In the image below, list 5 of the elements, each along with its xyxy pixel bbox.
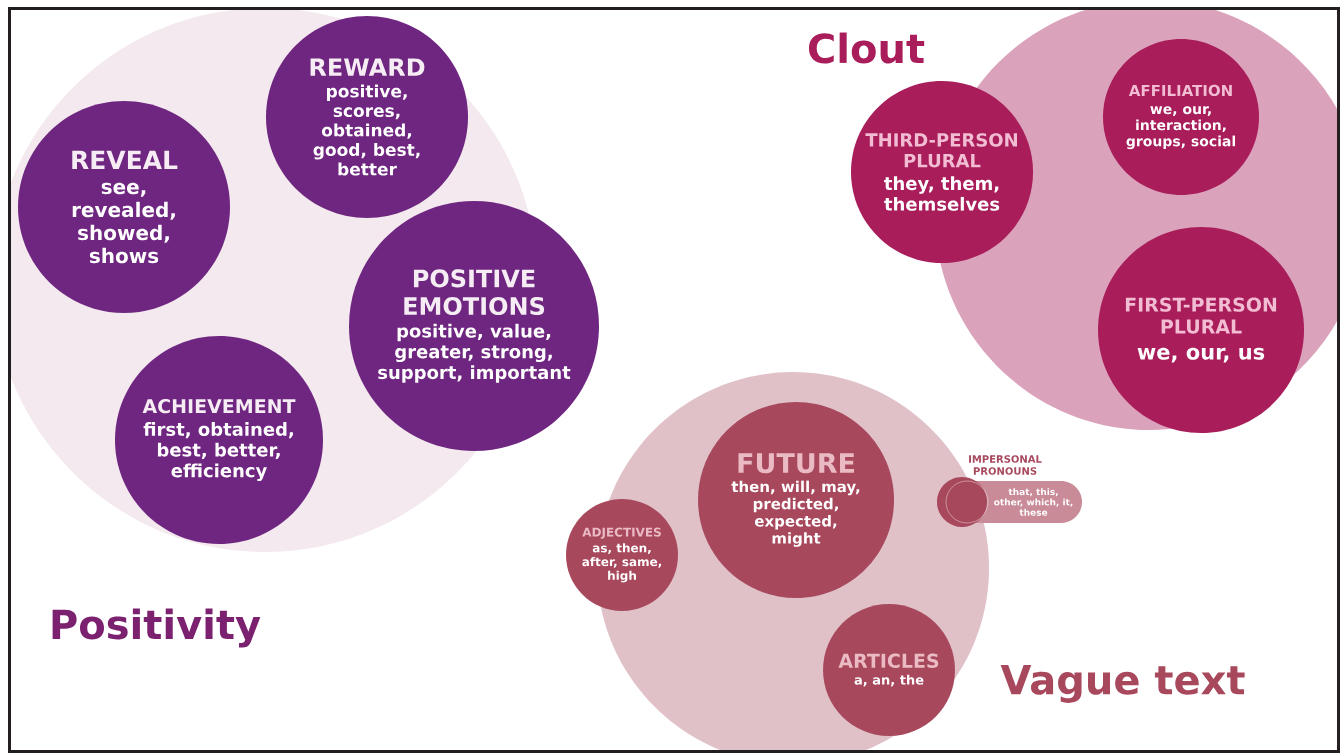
group-title: Clout — [808, 32, 925, 64]
group-title: Vague text — [1000, 665, 1245, 703]
group-title: Positivity — [52, 608, 261, 648]
pill-title: IMPERSONAL PRONOUNS — [969, 455, 1042, 475]
category-pill: that, this, other, which, it, these — [937, 477, 1082, 527]
